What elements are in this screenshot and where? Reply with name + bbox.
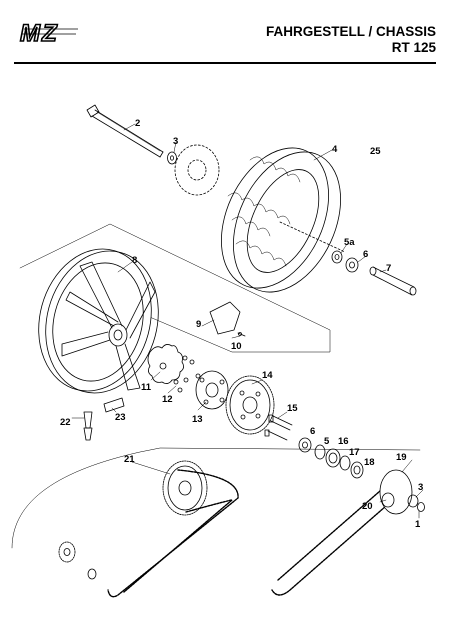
- part-label-6b: 6: [310, 426, 315, 437]
- part-label-10: 10: [231, 341, 242, 352]
- small-screw-part: [237, 332, 246, 337]
- part-label-20: 20: [362, 501, 373, 512]
- bearing-stack-part: [298, 437, 364, 479]
- part-label-19: 19: [396, 452, 407, 463]
- part-label-12: 12: [162, 394, 173, 405]
- cush-drive-rubber-part: [147, 344, 184, 384]
- tyre-part: [221, 147, 346, 293]
- part-label-5: 5: [324, 436, 330, 447]
- part-label-1: 1: [415, 519, 421, 530]
- valve-part: [83, 411, 93, 441]
- page-header: MZ FAHRGESTELL / CHASSIS RT 125: [0, 0, 450, 66]
- chain-sprocket-part: [379, 469, 425, 515]
- part-label-9: 9: [196, 319, 201, 330]
- bearing-part: [345, 257, 359, 273]
- part-label-3a: 3: [173, 136, 178, 147]
- part-label-3b: 3: [418, 482, 423, 493]
- part-label-7: 7: [386, 263, 391, 274]
- assembly-plane-outline: [19, 223, 331, 353]
- part-label-13: 13: [192, 414, 203, 425]
- part-label-25: 25: [370, 146, 381, 157]
- title-line-2: RT 125: [391, 40, 436, 55]
- page-title: FAHRGESTELL / CHASSIS RT 125: [266, 24, 436, 56]
- bearing-spacer-part: [331, 250, 343, 264]
- part-labels: 1 2 3 3 4 5a 5 6 6 7 8 9 10 11 12 13 14 …: [60, 118, 423, 530]
- rear-sprocket-part: [225, 375, 275, 435]
- rim-part: [38, 248, 159, 394]
- part-label-8: 8: [132, 255, 137, 266]
- part-label-11: 11: [141, 382, 152, 393]
- part-label-18: 18: [364, 457, 375, 468]
- part-label-21: 21: [124, 454, 135, 465]
- part-label-17: 17: [349, 447, 360, 458]
- washer-part: [167, 151, 177, 165]
- exploded-parts-diagram: 1 2 3 3 4 5a 5 6 6 7 8 9 10 11 12 13 14 …: [11, 104, 425, 598]
- mz-logo: MZ: [19, 20, 78, 46]
- drive-chain-left-part: [107, 469, 239, 598]
- header-rule: [14, 62, 436, 64]
- part-label-5a: 5a: [344, 237, 355, 248]
- part-label-14: 14: [262, 370, 273, 381]
- svg-text:MZ: MZ: [20, 20, 59, 46]
- small-bolts-part: [173, 355, 201, 393]
- part-label-16: 16: [338, 436, 349, 447]
- part-label-23: 23: [115, 412, 126, 423]
- spacer-sleeve-part: [369, 266, 417, 296]
- title-line-1: FAHRGESTELL / CHASSIS: [265, 24, 436, 39]
- chain-area-outline: [11, 447, 421, 549]
- part-label-15: 15: [287, 403, 298, 414]
- brake-disc-part: [174, 144, 220, 196]
- balance-weight-part: [103, 397, 125, 413]
- part-label-2: 2: [135, 118, 140, 129]
- part-label-22: 22: [60, 417, 71, 428]
- part-label-4: 4: [332, 144, 338, 155]
- sprocket-carrier-part: [195, 370, 229, 410]
- axle-bolt-part: [86, 104, 164, 158]
- bracket-part: [209, 301, 241, 335]
- leader-lines: [71, 123, 424, 519]
- part-label-6a: 6: [363, 249, 368, 260]
- front-sprocket-part: [58, 541, 97, 580]
- sprocket-bolts-part: [264, 414, 293, 441]
- lower-sprocket-part: [162, 460, 208, 516]
